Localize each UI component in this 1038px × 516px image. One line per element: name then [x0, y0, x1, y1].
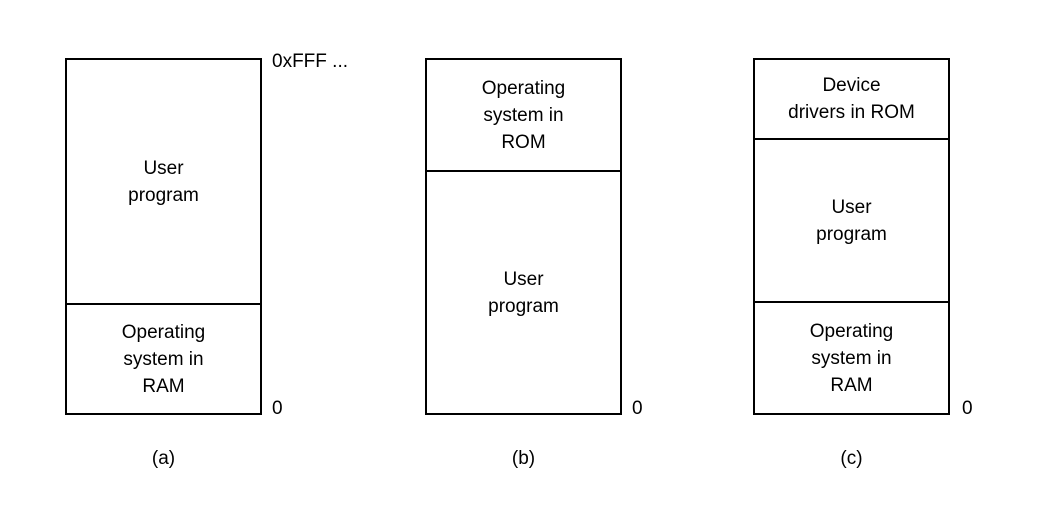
caption-c: (c) — [840, 448, 863, 469]
section-user-program: User program — [427, 170, 620, 413]
section-user-program: User program — [128, 157, 199, 206]
section-user-program: User program — [755, 138, 948, 301]
section-os-in-ram: Operating system in RAM — [67, 303, 260, 413]
caption-a: (a) — [151, 448, 176, 469]
memory-box-c: Device drivers in ROM User program Opera… — [753, 58, 950, 415]
caption-b: (b) — [511, 448, 536, 469]
section-os-in-rom: Operating system in ROM — [481, 77, 566, 153]
origin-address-label-c: 0 — [962, 398, 973, 419]
origin-address-label-a: 0 — [272, 398, 283, 419]
section-device-drivers-in-rom: Device drivers in ROM — [788, 75, 915, 123]
memory-box-a: User program Operating system in RAM — [65, 58, 262, 415]
origin-address-label-b: 0 — [632, 398, 643, 419]
top-address-label: 0xFFF ... — [272, 51, 348, 72]
section-os-in-ram: Operating system in RAM — [755, 301, 948, 413]
memory-box-b: Operating system in ROM User program — [425, 58, 622, 415]
